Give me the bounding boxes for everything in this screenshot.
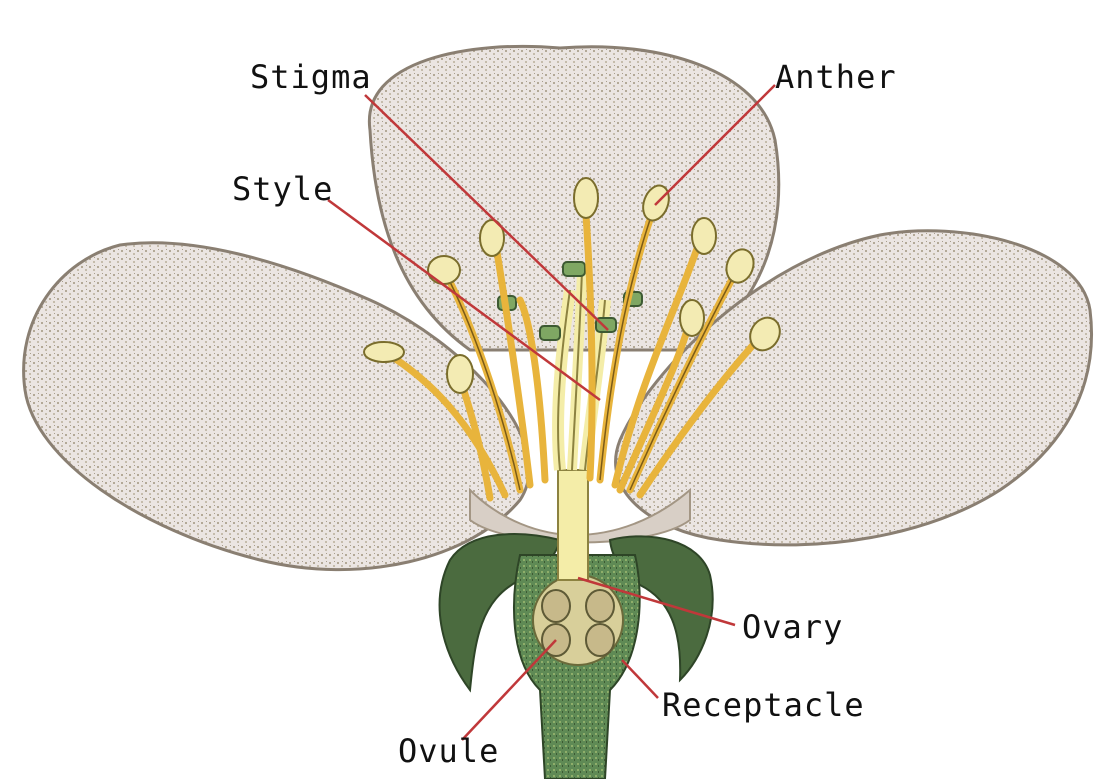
ovule xyxy=(586,590,614,622)
anther xyxy=(364,342,404,362)
anther xyxy=(428,256,460,284)
anther xyxy=(447,355,473,393)
label-ovule: Ovule xyxy=(398,732,499,770)
label-stigma: Stigma xyxy=(250,58,372,96)
label-receptacle: Receptacle xyxy=(662,686,865,724)
stigma xyxy=(540,326,560,340)
label-ovary: Ovary xyxy=(742,608,843,646)
anther xyxy=(680,300,704,336)
style-column xyxy=(558,470,588,580)
ovule xyxy=(542,590,570,622)
anther xyxy=(692,218,716,254)
ovule xyxy=(586,624,614,656)
anther xyxy=(574,178,598,218)
leader-line-receptacle xyxy=(622,660,658,698)
label-style: Style xyxy=(232,170,333,208)
label-anther: Anther xyxy=(775,58,897,96)
stigma xyxy=(563,262,585,276)
